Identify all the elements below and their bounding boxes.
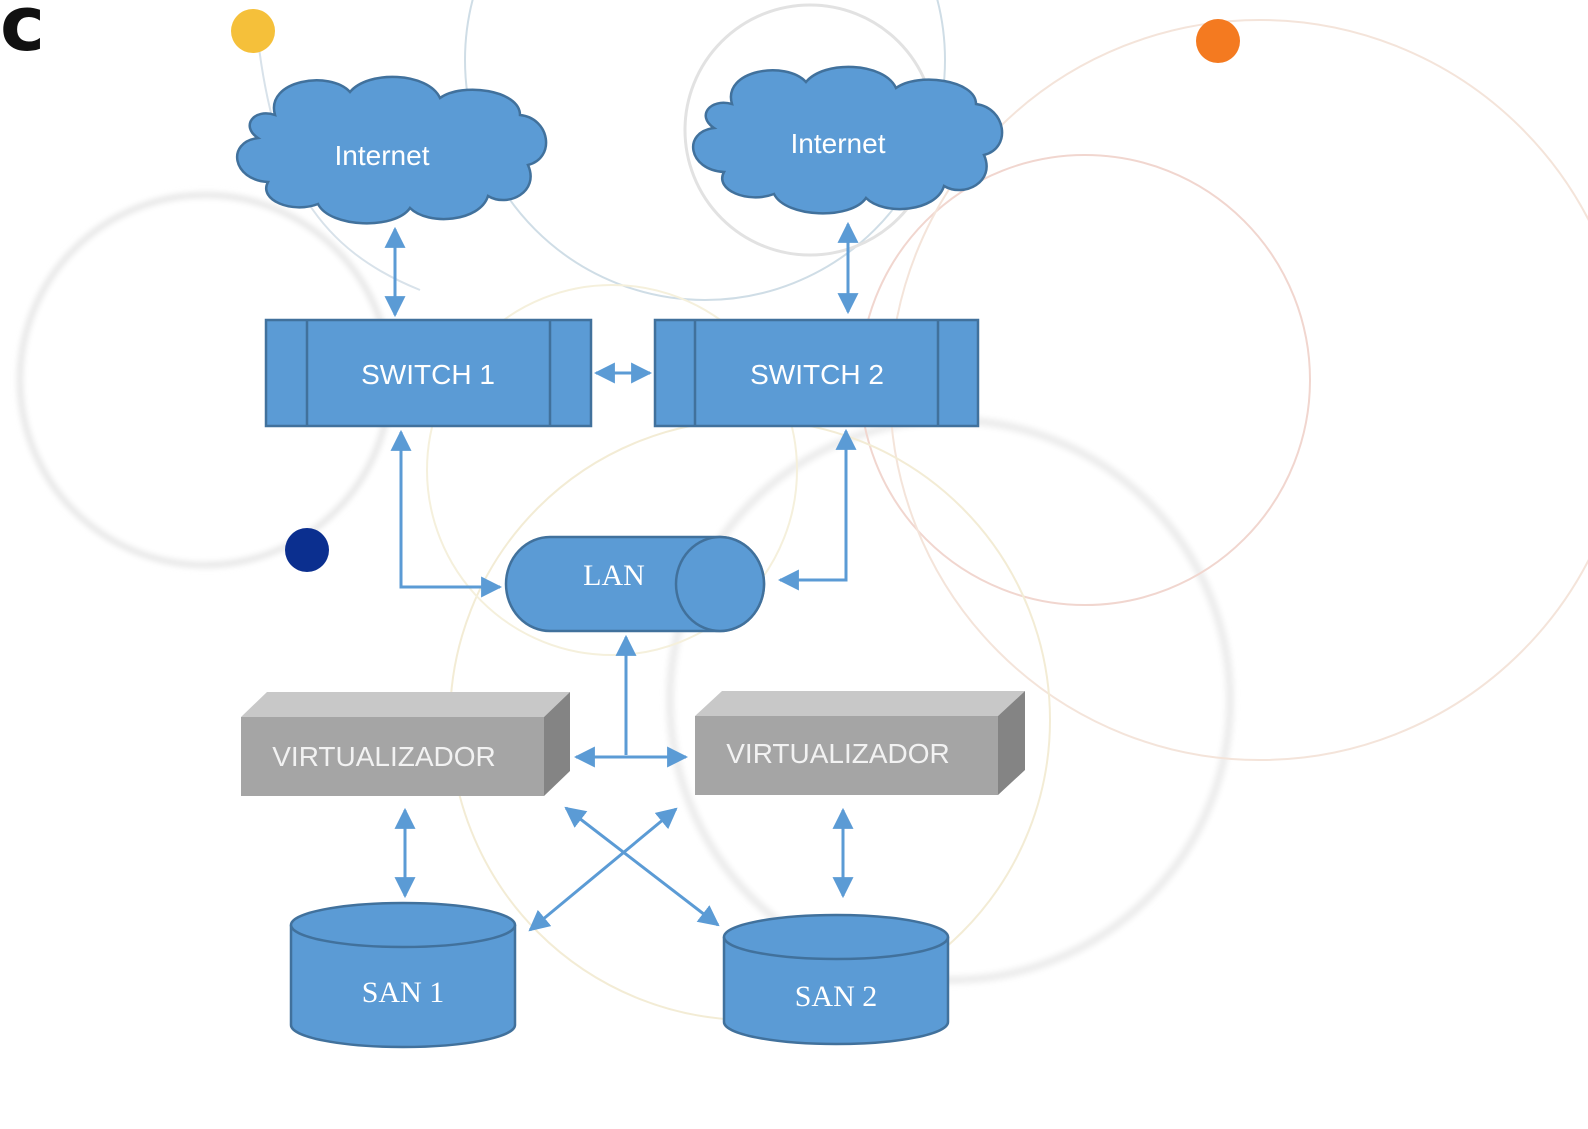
bg-ring-top bbox=[464, 0, 946, 301]
switch-2-box bbox=[653, 318, 980, 428]
virtualizer-1-front bbox=[241, 717, 544, 796]
cloud-icon bbox=[691, 65, 1004, 215]
internet-1-node: Internet bbox=[235, 75, 548, 225]
virtualizer-2-front bbox=[695, 716, 998, 795]
internet-1-label: Internet bbox=[335, 140, 430, 171]
internet-2-label: Internet bbox=[791, 128, 886, 159]
link-switch1-lan bbox=[390, 429, 503, 598]
lan-cylinder-end bbox=[674, 535, 766, 633]
decor-dot-orange bbox=[1196, 19, 1240, 63]
virtualizer-1-label: VIRTUALIZADOR bbox=[272, 741, 496, 772]
switch-2-label: SWITCH 2 bbox=[750, 359, 884, 390]
link-switch2-lan bbox=[777, 428, 857, 591]
switch-1-node: SWITCH 1 bbox=[264, 318, 593, 428]
database-cylinder-icon bbox=[722, 937, 950, 1046]
link-virtualizer1-san2 bbox=[564, 806, 720, 927]
virtualizer-1-side bbox=[544, 692, 570, 796]
database-cylinder-icon bbox=[289, 925, 517, 1049]
lan-label: LAN bbox=[583, 559, 645, 592]
san-1-label: SAN 1 bbox=[362, 976, 445, 1009]
switch-1-label: SWITCH 1 bbox=[361, 359, 495, 390]
san-2-label: SAN 2 bbox=[795, 980, 878, 1013]
san-2-node: SAN 2 bbox=[722, 913, 950, 1046]
connectors bbox=[384, 221, 859, 932]
internet-2-node: Internet bbox=[691, 65, 1004, 215]
link-virtualizer2-san1 bbox=[528, 807, 678, 932]
switch-1-box bbox=[264, 318, 593, 428]
lan-node: LAN bbox=[504, 535, 766, 633]
virtualizer-1-node: VIRTUALIZADOR bbox=[241, 692, 570, 796]
corner-title-fragment: c bbox=[0, 0, 46, 68]
virtualizer-2-node: VIRTUALIZADOR bbox=[695, 691, 1025, 795]
cloud-icon bbox=[235, 75, 548, 225]
san-1-top bbox=[289, 901, 517, 949]
virtualizer-1-top bbox=[241, 692, 570, 717]
virtualizer-2-side bbox=[998, 691, 1025, 795]
virtualizer-2-label: VIRTUALIZADOR bbox=[726, 738, 950, 769]
san-2-top bbox=[722, 913, 950, 961]
switch-2-node: SWITCH 2 bbox=[653, 318, 980, 428]
virtualizer-2-top bbox=[695, 691, 1025, 716]
decor-dot-navy bbox=[285, 528, 329, 572]
san-1-node: SAN 1 bbox=[289, 901, 517, 1049]
decor-dot-yellow bbox=[231, 9, 275, 53]
